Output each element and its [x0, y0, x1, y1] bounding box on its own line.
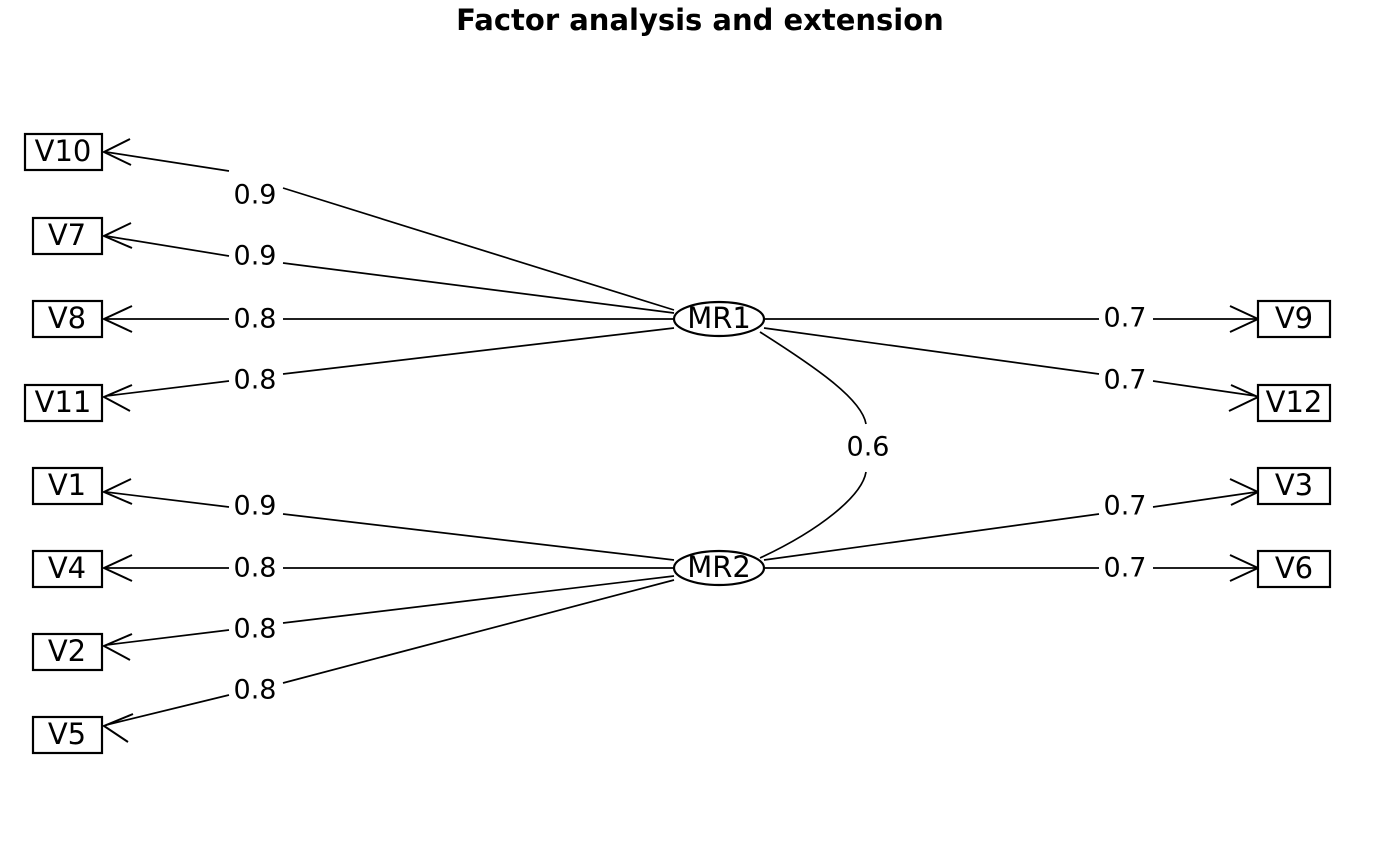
node-label: V7 [48, 218, 86, 252]
node-label: V2 [48, 634, 86, 668]
node-v11[interactable]: V11 [23, 383, 104, 423]
node-mr1[interactable]: MR1 [672, 300, 766, 338]
node-v7[interactable]: V7 [31, 216, 104, 256]
node-box-shape [31, 549, 104, 589]
edge-label-mr1-v10: 0.9 [234, 180, 277, 211]
node-label: V12 [1266, 385, 1323, 419]
node-box-shape [1256, 466, 1332, 506]
edge-line-segment-left [105, 629, 230, 646]
edge-line-segment-left [763, 513, 1100, 561]
node-v10[interactable]: V10 [23, 132, 104, 172]
node-ellipse-shape [672, 549, 766, 587]
arrowhead-icon [101, 478, 133, 505]
node-box-shape [31, 715, 104, 755]
arrowhead-icon [101, 222, 133, 249]
correlation-curve-upper [759, 331, 867, 425]
node-label: V10 [35, 134, 92, 168]
node-label: MR2 [687, 550, 751, 584]
edge-label-mr1-v9: 0.7 [1104, 303, 1147, 334]
edge-line-segment-left [105, 694, 230, 726]
node-v8[interactable]: V8 [31, 299, 104, 339]
arrowhead-icon [101, 713, 134, 743]
arrowhead-icon [1228, 384, 1261, 412]
edge-label-mr2-v2: 0.8 [234, 614, 277, 645]
edge-mr1-v10: 0.9 [101, 138, 675, 311]
node-label: V4 [48, 551, 86, 585]
edge-line-segment-right [1152, 491, 1257, 508]
node-box-shape [1256, 549, 1332, 589]
node-v5[interactable]: V5 [31, 715, 104, 755]
edge-mr1-v8: 0.8 [101, 304, 674, 335]
node-v9[interactable]: V9 [1256, 299, 1332, 339]
edge-line-segment-right [282, 579, 675, 684]
edge-line-segment-left [105, 151, 230, 172]
node-v4[interactable]: V4 [31, 549, 104, 589]
node-v3[interactable]: V3 [1256, 466, 1332, 506]
node-ellipse-shape [672, 300, 766, 338]
edge-label-mr1-mr2: 0.6 [847, 432, 890, 463]
edge-line-segment-left [105, 380, 230, 397]
node-v2[interactable]: V2 [31, 632, 104, 672]
node-box-shape [23, 383, 104, 423]
node-label: V1 [48, 468, 86, 502]
edge-mr2-v4: 0.8 [101, 553, 674, 584]
edge-label-mr2-v1: 0.9 [234, 491, 277, 522]
edge-line-segment-right [282, 513, 675, 561]
edge-line-segment-right [282, 575, 675, 624]
node-v1[interactable]: V1 [31, 466, 104, 506]
arrowhead-icon [101, 554, 133, 582]
edge-label-mr2-v4: 0.8 [234, 553, 277, 584]
edge-label-mr2-v6: 0.7 [1104, 553, 1147, 584]
edge-line-segment-right [1152, 380, 1257, 397]
edge-mr1-v9: 0.7 [764, 303, 1261, 334]
edge-line-segment-left [105, 491, 230, 508]
node-box-shape [1256, 299, 1332, 339]
edge-mr1-mr2-correlation: 0.6 [759, 331, 890, 559]
edge-label-mr1-v7: 0.9 [234, 241, 277, 272]
edge-label-mr1-v11: 0.8 [234, 365, 277, 396]
node-label: MR1 [687, 301, 751, 335]
edge-line-segment-right [282, 187, 675, 311]
node-box-shape [23, 132, 104, 172]
edge-mr2-v1: 0.9 [101, 478, 675, 561]
node-box-shape [1256, 383, 1332, 423]
edge-label-mr1-v12: 0.7 [1104, 365, 1147, 396]
edge-mr1-v7: 0.9 [101, 222, 675, 314]
edge-mr1-v11: 0.8 [101, 327, 675, 412]
node-v12[interactable]: V12 [1256, 383, 1332, 423]
correlation-curve-lower [759, 471, 867, 559]
node-label: V11 [35, 385, 92, 419]
edge-line-segment-right [282, 327, 675, 375]
edge-label-mr1-v8: 0.8 [234, 304, 277, 335]
edge-mr2-v3: 0.7 [763, 478, 1261, 561]
node-label: V6 [1275, 551, 1313, 585]
arrowhead-icon [101, 384, 133, 412]
node-label: V9 [1275, 301, 1313, 335]
page-title: Factor analysis and extension [456, 3, 944, 37]
node-label: V3 [1275, 468, 1313, 502]
edge-label-mr2-v3: 0.7 [1104, 491, 1147, 522]
edge-mr2-v5: 0.8 [101, 579, 675, 743]
edge-line-segment-left [763, 327, 1100, 375]
edge-mr2-v6: 0.7 [764, 553, 1261, 584]
arrowhead-icon [101, 305, 133, 333]
node-box-shape [31, 299, 104, 339]
edge-line-segment-right [282, 262, 675, 314]
edge-label-mr2-v5: 0.8 [234, 675, 277, 706]
arrowhead-icon [101, 138, 132, 166]
arrowhead-icon [101, 633, 133, 661]
node-box-shape [31, 632, 104, 672]
node-box-shape [31, 216, 104, 256]
edge-mr2-v2: 0.8 [101, 575, 675, 661]
edge-mr1-v12: 0.7 [763, 327, 1261, 412]
node-box-shape [31, 466, 104, 506]
node-label: V5 [48, 717, 86, 751]
node-mr2[interactable]: MR2 [672, 549, 766, 587]
edge-line-segment-left [105, 235, 230, 257]
node-v6[interactable]: V6 [1256, 549, 1332, 589]
node-label: V8 [48, 301, 86, 335]
